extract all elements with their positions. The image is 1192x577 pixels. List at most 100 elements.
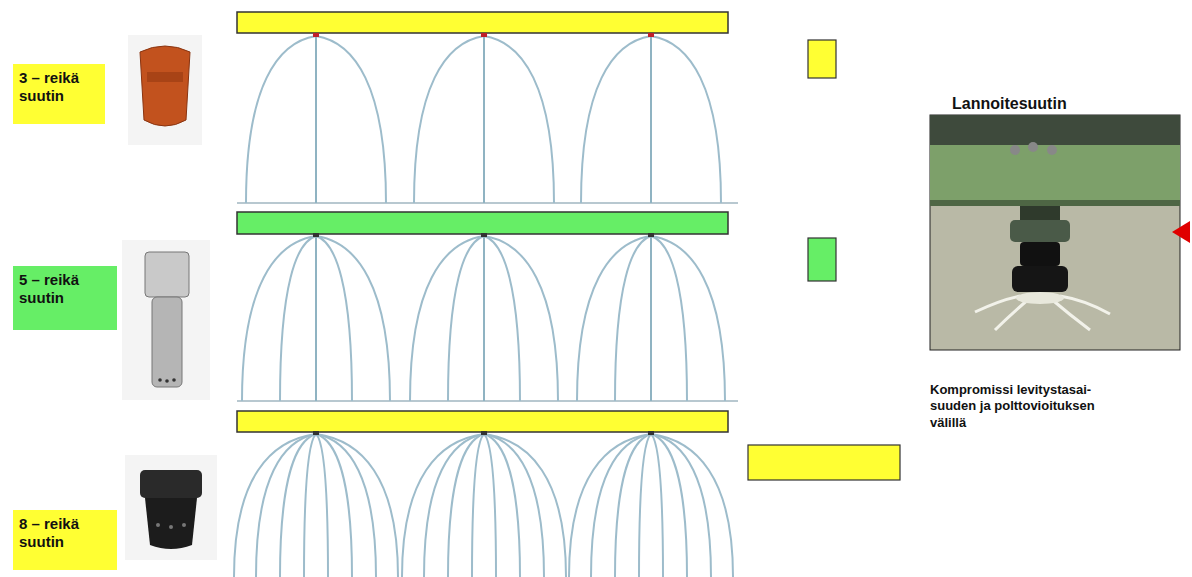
spray-jet	[651, 434, 733, 577]
nozzle-label-box: 3 – reikä suutin	[13, 64, 105, 124]
boom-bar	[930, 200, 1180, 206]
photo-caption: Kompromissi levitystasai- suuden ja polt…	[930, 382, 1105, 431]
spray-jet	[484, 236, 558, 401]
ground-line	[237, 400, 738, 402]
nozzle-hole	[165, 379, 169, 383]
spray-jet	[410, 236, 484, 401]
nozzle-hole	[156, 523, 160, 527]
spray-jet	[484, 36, 554, 203]
spray-jet	[484, 434, 520, 577]
nozzle-label: 8 – reikä suutin	[19, 515, 111, 551]
spray-jet	[414, 36, 484, 203]
pointer-arrow	[1172, 221, 1190, 243]
spray-jet	[234, 434, 316, 577]
spray-jet	[484, 434, 544, 577]
spray-jet	[316, 434, 352, 577]
spray-jet	[316, 434, 376, 577]
nozzle-8-hole	[125, 455, 217, 560]
nozzle-label-box: 8 – reikä suutin	[13, 510, 117, 570]
ground-line	[237, 202, 738, 204]
spray-jet	[651, 434, 663, 577]
spray-jet	[484, 236, 520, 401]
nozzle-point	[481, 233, 487, 237]
coverage-mark	[748, 445, 900, 480]
spray-jet	[280, 236, 316, 401]
photo-ground	[930, 115, 1180, 145]
spray-jet	[615, 236, 651, 401]
nozzle-body	[145, 498, 197, 549]
coverage-mark	[808, 40, 836, 78]
nozzle-body	[1010, 220, 1070, 242]
fertilizer-nozzle-photo	[930, 115, 1180, 350]
nozzle-point	[313, 431, 319, 435]
bolt	[1010, 145, 1020, 155]
spray-jet	[615, 434, 651, 577]
nozzle-label: 3 – reikä suutin	[19, 69, 99, 105]
photo-ground	[125, 455, 217, 560]
spray-jet	[651, 434, 711, 577]
nozzle-point	[648, 431, 654, 435]
spray-jet	[315, 236, 317, 401]
spray-jet	[591, 434, 651, 577]
boom-bar	[237, 212, 728, 234]
nozzle-point	[313, 233, 319, 237]
boom-bar	[930, 145, 1180, 205]
boom-bar	[237, 411, 728, 432]
spray-jet	[402, 434, 484, 577]
spray-jet	[650, 236, 652, 401]
boom-bar	[237, 12, 728, 33]
nozzle-body	[1020, 242, 1060, 266]
spray-jet	[650, 36, 652, 203]
nozzle-body	[140, 46, 190, 126]
spray-jet	[246, 36, 316, 203]
spray-jet	[304, 434, 316, 577]
spray-jet	[316, 236, 390, 401]
nozzle-hole	[169, 525, 173, 529]
spray-jet	[577, 236, 651, 401]
spray-jet	[316, 36, 386, 203]
spray-jet	[315, 36, 317, 203]
nozzle-label-box: 5 – reikä suutin	[13, 266, 117, 330]
spray-jet	[242, 236, 316, 401]
nozzle-label: 5 – reikä suutin	[19, 271, 111, 307]
nozzle-body	[1012, 266, 1068, 292]
nozzle-body	[152, 297, 182, 387]
nozzle-point	[481, 33, 487, 37]
nozzle-hole	[182, 523, 186, 527]
photo-heading: Lannoitesuutin	[952, 94, 1172, 114]
coverage-mark	[808, 238, 836, 281]
spray-jet	[651, 236, 687, 401]
nozzle-body	[1020, 206, 1060, 220]
spray-jet	[316, 236, 352, 401]
spray-jet	[448, 236, 484, 401]
photo-ground	[930, 115, 1180, 350]
spray-jet	[483, 36, 485, 203]
spray-jet	[581, 36, 651, 203]
nozzle-point	[648, 33, 654, 37]
spray-jet	[651, 236, 725, 401]
photo-ground	[128, 35, 202, 145]
bolt	[1047, 145, 1057, 155]
bolt	[1028, 142, 1038, 152]
spray-jet	[448, 434, 484, 577]
spray-jet	[472, 434, 484, 577]
nozzle-hole	[158, 378, 162, 382]
nozzle-3-hole	[128, 35, 202, 145]
spray-jet	[424, 434, 484, 577]
spray-jet	[280, 434, 316, 577]
spray-jet	[639, 434, 651, 577]
nozzle-point	[481, 431, 487, 435]
nozzle-5-hole	[122, 240, 210, 400]
spray-jet	[256, 434, 316, 577]
nozzle-body	[140, 470, 202, 498]
spray-jet	[484, 434, 496, 577]
spray-jet	[569, 434, 651, 577]
nozzle-body	[145, 252, 189, 297]
spray-jet	[651, 434, 687, 577]
spray-jet	[483, 236, 485, 401]
nozzle-point	[313, 33, 319, 37]
spray-jet	[484, 434, 566, 577]
spray-jet	[316, 434, 398, 577]
spray-jet	[1016, 292, 1064, 304]
